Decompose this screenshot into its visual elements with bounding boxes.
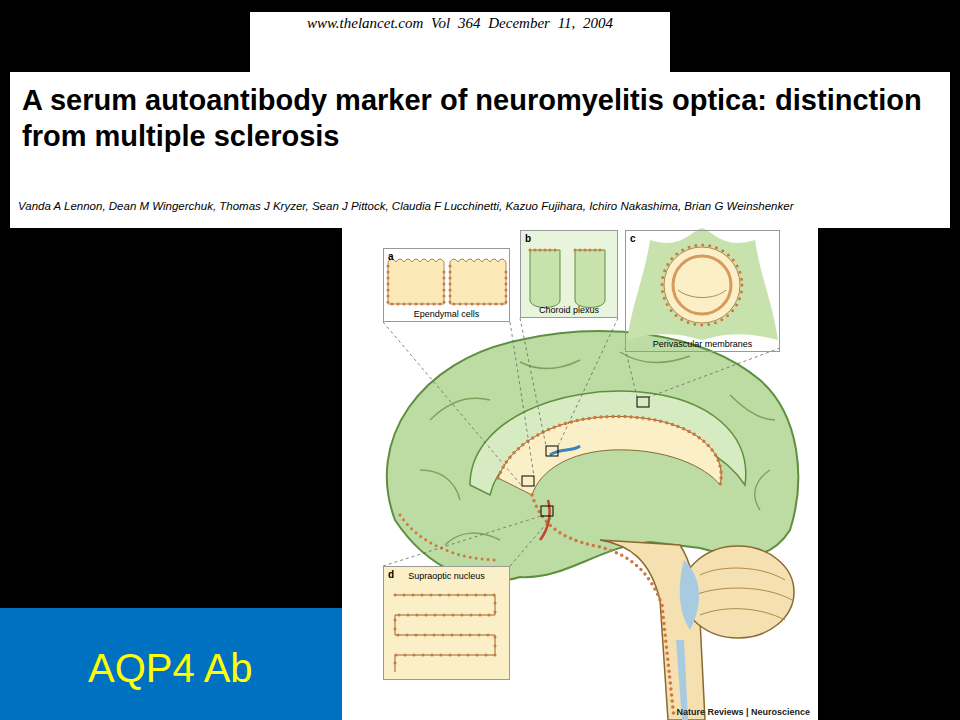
- folia: [695, 568, 792, 620]
- cingulate: [470, 391, 746, 495]
- brainstem: [600, 540, 705, 720]
- aqp4-dots: [400, 515, 500, 560]
- aqp4-dots: [498, 416, 721, 485]
- supraoptic-neurons: [384, 567, 509, 679]
- figure-panel: [342, 228, 818, 720]
- locator-box: [522, 397, 649, 516]
- choroid-villi: [521, 231, 617, 317]
- article-title-box: A serum autoantibody marker of neuromyel…: [10, 72, 950, 228]
- ependymal-cells: [388, 259, 506, 304]
- choroid-plexus: [550, 446, 580, 455]
- figure-panel: Nature Reviews | Neuroscience aEpendymal …: [342, 228, 818, 720]
- author-list: Vanda A Lennon, Dean M Wingerchuk, Thoma…: [18, 200, 942, 212]
- figure-credit: Nature Reviews | Neuroscience: [676, 707, 810, 717]
- article-title: A serum autoantibody marker of neuromyel…: [22, 82, 930, 154]
- leader-line: [383, 318, 780, 566]
- journal-citation: www.thelancet.com Vol 364 December 11, 2…: [258, 15, 662, 32]
- fourth-ventricle: [680, 560, 699, 630]
- inset-label: Perivascular membranes: [628, 339, 777, 349]
- inset-label: Ependymal cells: [386, 309, 507, 319]
- panel-letter: b: [525, 233, 531, 244]
- inset-box: aEpendymal cells: [383, 248, 510, 322]
- journal-header: www.thelancet.com Vol 364 December 11, 2…: [250, 12, 670, 72]
- cerebrum: [387, 331, 798, 581]
- inset-box: bChoroid plexus: [520, 230, 618, 318]
- inset-box: cPerivascular membranes: [625, 230, 780, 352]
- panel-letter: a: [388, 251, 394, 262]
- gyri: [420, 352, 775, 545]
- inset-label: Choroid plexus: [523, 305, 615, 315]
- panel-letter: c: [630, 233, 636, 244]
- label-box: AQP4 Ab: [0, 608, 342, 720]
- inset-box: dSupraoptic nucleus: [383, 566, 510, 680]
- panel-letter: d: [388, 569, 394, 580]
- inset-label: Supraoptic nucleus: [386, 571, 507, 581]
- slide-label: AQP4 Ab: [88, 644, 253, 692]
- aqp4-dots: [532, 495, 674, 718]
- blood-vessel: [627, 228, 778, 340]
- lateral-ventricle: [498, 416, 721, 495]
